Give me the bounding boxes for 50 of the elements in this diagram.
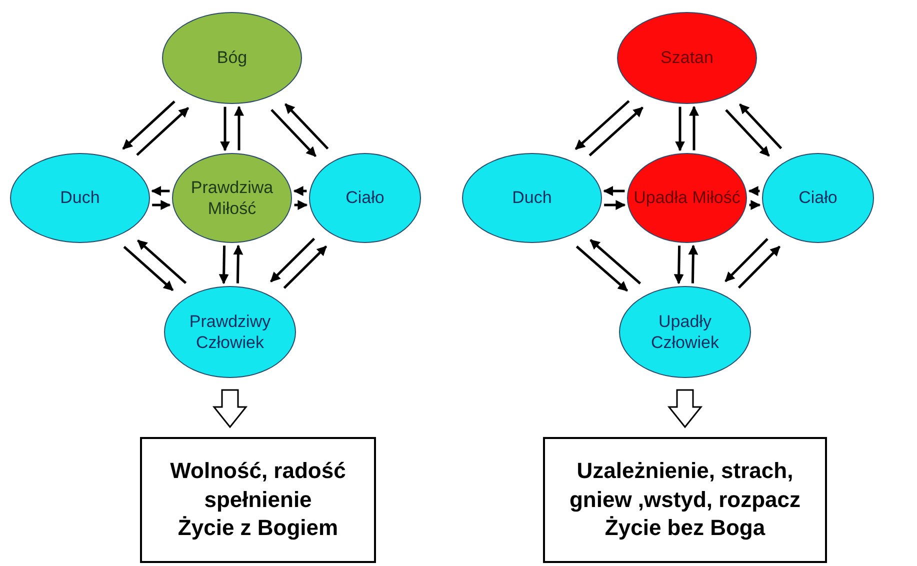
arrow (725, 109, 770, 157)
arrow (284, 103, 329, 150)
node-label: Ciało (798, 187, 838, 209)
arrow (574, 100, 630, 150)
result-text: Uzależnienie, strach, gniew ,wstyd, rozpacz (568, 457, 802, 514)
arrow (220, 106, 230, 152)
arrow (748, 186, 760, 196)
node-label: Upadła Miłość (632, 187, 742, 209)
node-label: Duch (511, 187, 553, 209)
node-label: Prawdziwa Miłość (190, 176, 274, 220)
arrow (604, 200, 626, 210)
arrow (749, 200, 761, 210)
arrow (122, 100, 176, 150)
arrow (270, 238, 316, 282)
arrow (283, 246, 328, 289)
arrow (688, 244, 698, 284)
result-box (140, 437, 376, 563)
arrow (590, 239, 642, 284)
arrow (233, 244, 244, 284)
node-label: Upadły Człowiek (650, 310, 720, 354)
node-label: Prawdziwy Człowiek (188, 310, 272, 354)
arrow (294, 200, 308, 210)
block-arrow (667, 389, 703, 428)
arrow (270, 108, 316, 158)
result-text: Wolność, radość spełnienie (169, 457, 347, 514)
result-text: Życie z Bogiem (178, 514, 338, 542)
arrow (293, 186, 307, 196)
node-label: Bóg (216, 47, 248, 69)
arrow (218, 246, 229, 284)
node-label: Ciało (344, 187, 386, 209)
arrow (588, 106, 644, 156)
arrow (674, 246, 684, 284)
node-label: Szatan (660, 47, 714, 69)
arrow (738, 103, 782, 150)
result-text: Życie bez Boga (604, 514, 766, 542)
arrow (136, 106, 190, 156)
arrow (137, 239, 187, 284)
arrow (603, 186, 625, 196)
arrow (151, 186, 170, 196)
arrow (234, 106, 244, 150)
result-box (543, 437, 827, 563)
block-arrow (212, 389, 248, 428)
arrow (576, 246, 628, 292)
arrow (123, 246, 174, 292)
arrow (724, 238, 768, 282)
node-label: Duch (59, 187, 101, 209)
arrow (675, 106, 685, 152)
arrow (689, 106, 699, 150)
arrow (152, 200, 171, 210)
arrow (738, 246, 780, 289)
